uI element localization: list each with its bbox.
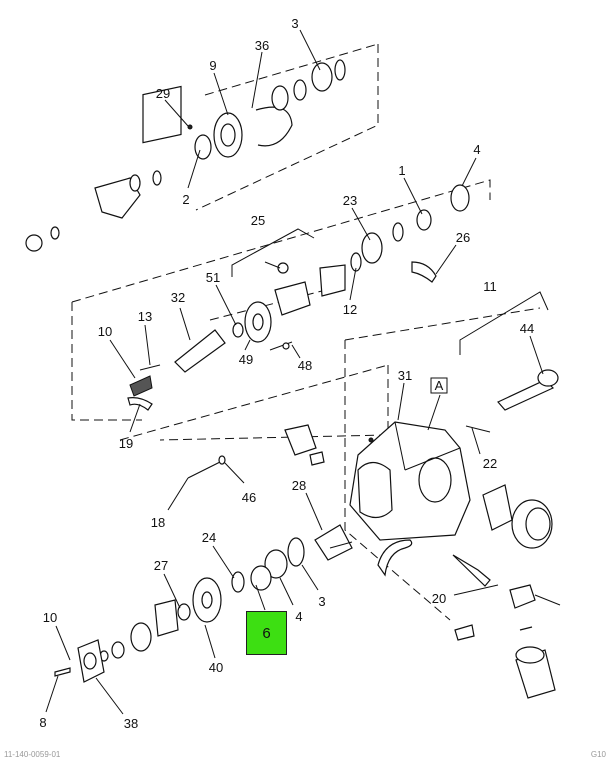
callout-27: 27 [154,558,168,573]
callout-36: 36 [255,38,269,53]
callout-19: 19 [119,436,133,451]
callout-40: 40 [209,660,223,675]
callout-18: 18 [151,515,165,530]
drawing-number: 11-140-0059-01 [4,750,61,759]
callout-2: 2 [182,192,189,207]
callout-3-top: 3 [291,16,298,31]
callout-28: 28 [292,478,306,493]
callout-31: 31 [398,368,412,383]
callout-51: 51 [206,270,220,285]
bracket-25 [231,228,315,277]
callout-32: 32 [171,290,185,305]
callout-A: A [435,378,444,393]
callout-1: 1 [398,163,405,178]
callout-23: 23 [343,193,357,208]
callout-29: 29 [156,86,170,101]
callout-38: 38 [124,716,138,731]
callout-13: 13 [138,309,152,324]
transmission-case [284,369,561,699]
callout-10-bottom: 10 [43,610,57,625]
callout-A-box: A [430,377,448,394]
callout-8: 8 [39,715,46,730]
callout-10-middle: 10 [98,324,112,339]
highlight-label: 6 [262,624,271,642]
callout-48: 48 [298,358,312,373]
leader-lines [45,29,544,715]
callout-11: 11 [483,279,497,294]
callout-24: 24 [202,530,216,545]
callout-44: 44 [520,321,534,336]
input-shaft-assembly [54,455,353,683]
output-shaft-assembly [25,59,346,252]
mainshaft-assembly [127,184,470,411]
callout-46: 46 [242,490,256,505]
highlighted-part-6[interactable]: 6 [246,611,287,655]
callout-4-bottom: 4 [295,609,302,624]
callout-4-top: 4 [473,142,480,157]
group-outline-upper [195,43,379,211]
callout-9: 9 [209,58,216,73]
callout-labels: 3 36 9 29 2 4 1 23 25 26 51 32 13 10 12 … [39,16,534,731]
callout-12: 12 [343,302,357,317]
callout-26: 26 [456,230,470,245]
callout-20: 20 [432,591,446,606]
callout-3-bottom: 3 [318,594,325,609]
callout-22: 22 [483,456,497,471]
bracket-11 [459,291,549,355]
figure-code: G10 [590,750,606,759]
callout-25: 25 [251,213,265,228]
callout-49: 49 [239,352,253,367]
